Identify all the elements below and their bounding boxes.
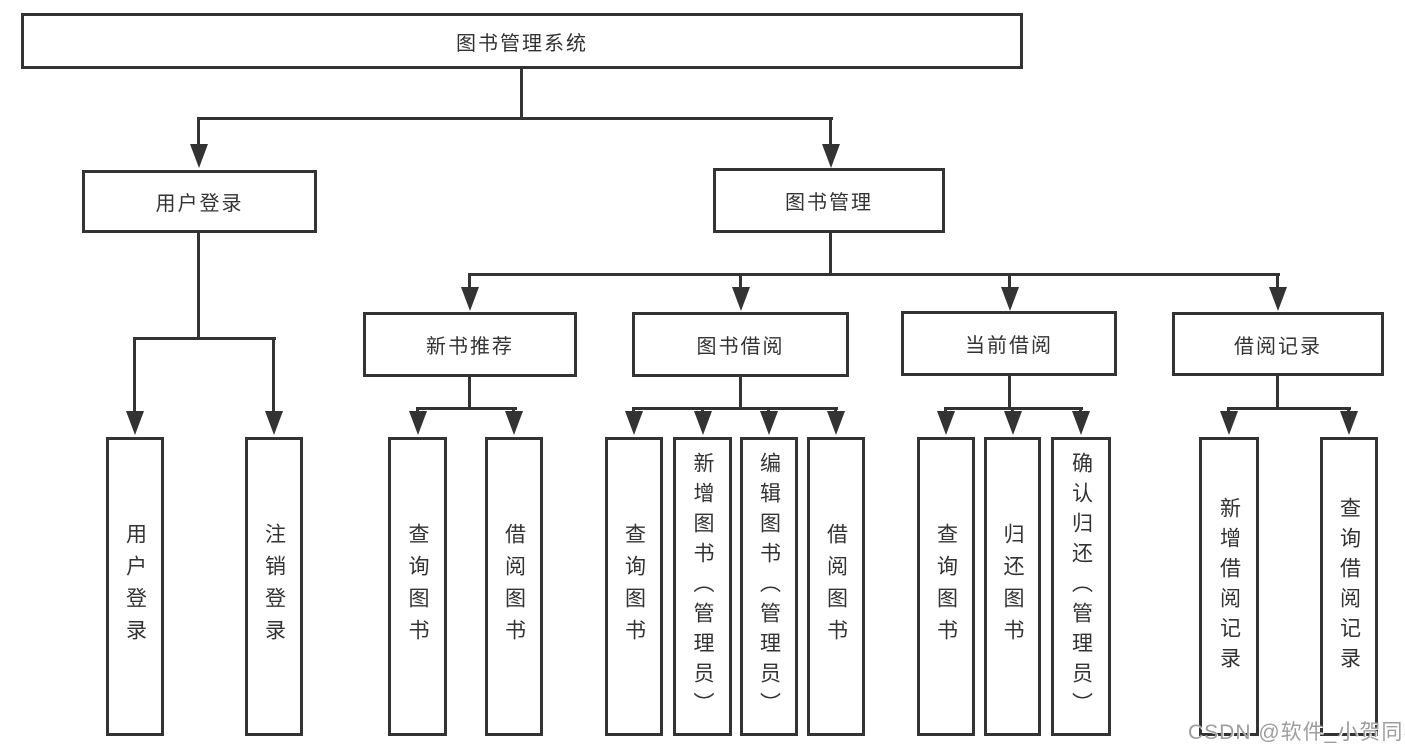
connector-line bbox=[416, 407, 517, 410]
node-query-books-recommend: 查询图书 bbox=[388, 437, 447, 736]
node-label: 用户登录 bbox=[123, 522, 147, 651]
node-query-borrow-record: 查询借阅记录 bbox=[1320, 437, 1378, 736]
arrow-down-icon bbox=[409, 411, 427, 435]
connector-line bbox=[829, 233, 832, 273]
node-book-management: 图书管理 bbox=[713, 168, 945, 233]
node-query-books-current: 查询图书 bbox=[917, 437, 975, 736]
node-label: 查询图书 bbox=[406, 522, 429, 651]
node-label: 图书借阅 bbox=[696, 336, 785, 358]
node-label: 查询借阅记录 bbox=[1337, 496, 1361, 677]
connector-line bbox=[1227, 407, 1351, 410]
arrow-down-icon bbox=[265, 411, 283, 435]
node-label: 新增图书（管理员） bbox=[691, 451, 714, 722]
node-borrow-books-recommend: 借阅图书 bbox=[485, 437, 543, 736]
connector-line bbox=[197, 233, 200, 337]
connector-line bbox=[272, 337, 275, 413]
connector-line bbox=[829, 117, 832, 147]
arrow-down-icon bbox=[1269, 287, 1287, 311]
node-user-login-group: 用户登录 bbox=[82, 170, 317, 233]
arrow-down-icon bbox=[1220, 411, 1238, 435]
arrow-down-icon bbox=[1072, 411, 1090, 435]
arrow-down-icon bbox=[694, 411, 712, 435]
node-label: 查询图书 bbox=[934, 522, 958, 651]
arrow-down-icon bbox=[760, 411, 778, 435]
arrow-down-icon bbox=[461, 287, 479, 311]
node-library-system: 图书管理系统 bbox=[21, 13, 1023, 69]
node-label: 用户登录 bbox=[155, 193, 244, 215]
node-user-login: 用户登录 bbox=[106, 437, 164, 736]
arrow-down-icon bbox=[1001, 287, 1019, 311]
connector-line bbox=[1008, 273, 1011, 289]
arrow-down-icon bbox=[1004, 411, 1022, 435]
node-logout: 注销登录 bbox=[245, 437, 303, 736]
node-label: 编辑图书（管理员） bbox=[757, 451, 781, 722]
node-confirm-return-admin: 确认归还（管理员） bbox=[1051, 437, 1111, 736]
connector-line bbox=[1008, 376, 1011, 407]
arrow-down-icon bbox=[732, 287, 750, 311]
connector-line bbox=[133, 337, 136, 413]
node-label: 借阅图书 bbox=[502, 522, 526, 651]
node-query-books-borrowing: 查询图书 bbox=[605, 437, 663, 736]
arrow-down-icon bbox=[190, 144, 208, 168]
connector-line bbox=[133, 337, 276, 340]
node-label: 图书管理 bbox=[785, 192, 873, 214]
node-label: 借阅图书 bbox=[824, 522, 848, 651]
arrow-down-icon bbox=[505, 411, 523, 435]
arrow-down-icon bbox=[827, 411, 845, 435]
connector-line bbox=[1276, 273, 1279, 289]
connector-line bbox=[468, 273, 471, 289]
node-edit-book-admin: 编辑图书（管理员） bbox=[740, 437, 798, 736]
arrow-down-icon bbox=[1340, 411, 1358, 435]
connector-line bbox=[739, 273, 742, 289]
csdn-watermark: CSDN @软件_小贺同学 bbox=[1188, 721, 1405, 744]
node-label: 归还图书 bbox=[1001, 522, 1024, 651]
connector-line bbox=[520, 69, 523, 117]
connector-line bbox=[197, 117, 200, 147]
node-new-book-recommend: 新书推荐 bbox=[363, 312, 577, 377]
arrow-down-icon bbox=[625, 411, 643, 435]
node-return-books: 归还图书 bbox=[984, 437, 1041, 736]
arrow-down-icon bbox=[937, 411, 955, 435]
node-label: 查询图书 bbox=[622, 522, 646, 651]
node-add-borrow-record: 新增借阅记录 bbox=[1199, 437, 1259, 736]
connector-line bbox=[632, 407, 838, 410]
connector-line bbox=[739, 377, 742, 407]
node-add-book-admin: 新增图书（管理员） bbox=[673, 437, 732, 736]
node-borrow-records: 借阅记录 bbox=[1172, 312, 1384, 376]
arrow-down-icon bbox=[822, 144, 840, 168]
node-label: 借阅记录 bbox=[1234, 335, 1322, 358]
connector-line bbox=[468, 273, 1280, 276]
connector-line bbox=[468, 377, 471, 407]
node-book-borrowing: 图书借阅 bbox=[632, 312, 849, 377]
arrow-down-icon bbox=[126, 411, 144, 435]
node-current-borrowing: 当前借阅 bbox=[901, 311, 1117, 376]
node-label: 新书推荐 bbox=[426, 336, 514, 358]
node-label: 图书管理系统 bbox=[456, 32, 588, 55]
node-label: 当前借阅 bbox=[965, 335, 1053, 357]
node-label: 注销登录 bbox=[262, 522, 286, 651]
node-label: 新增借阅记录 bbox=[1217, 496, 1241, 677]
node-label: 确认归还（管理员） bbox=[1069, 451, 1093, 722]
connector-line bbox=[1276, 376, 1279, 407]
node-borrow-books: 借阅图书 bbox=[807, 437, 865, 736]
connector-line bbox=[197, 117, 833, 120]
